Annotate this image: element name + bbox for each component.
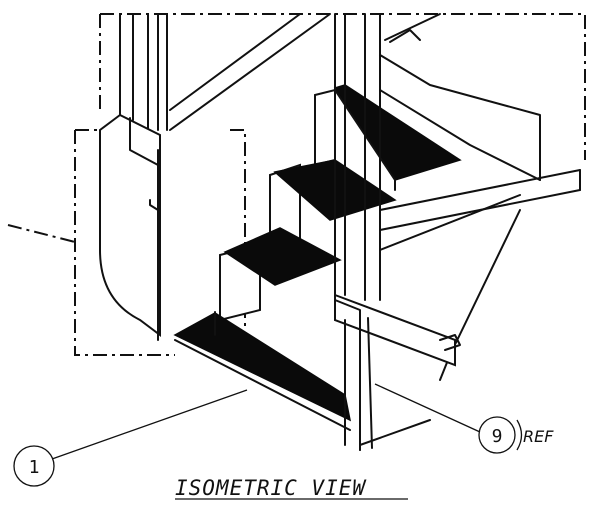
view-title-group: ISOMETRIC VIEW <box>175 476 408 500</box>
callout-1: 1 <box>13 389 248 487</box>
right-frame <box>334 13 581 446</box>
callout-1-label: 1 <box>29 457 40 478</box>
callout-9-ref: 9 REF <box>374 383 554 454</box>
upper-framing <box>169 13 441 131</box>
left-post <box>119 13 168 131</box>
callout-9-label: 9 <box>492 426 503 447</box>
view-title: ISOMETRIC VIEW <box>175 476 367 500</box>
callout-9-suffix: REF <box>523 427 554 446</box>
upper-boundary-dashdot <box>99 13 586 160</box>
stair-steps <box>173 84 462 431</box>
side-stringer <box>99 113 161 341</box>
lower-beam <box>334 293 461 451</box>
